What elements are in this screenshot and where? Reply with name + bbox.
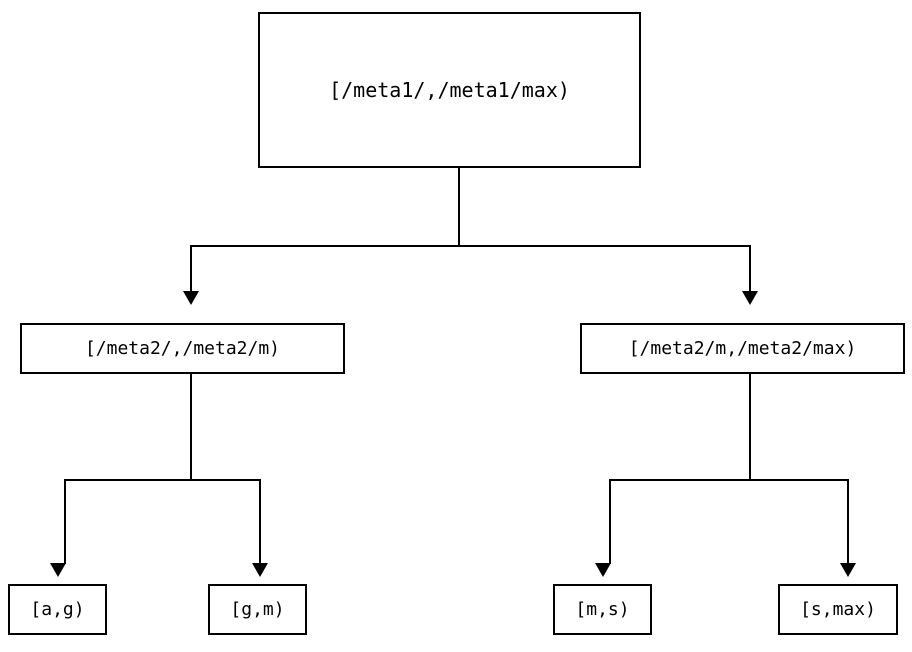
edge-root-to-mid-left bbox=[190, 245, 192, 292]
edge-root-to-mid-right bbox=[749, 245, 751, 292]
edge-mid-left-stem bbox=[190, 374, 192, 481]
node-mid-left-label: [/meta2/,/meta2/m) bbox=[84, 337, 281, 359]
node-leaf-m-s-label: [m,s) bbox=[575, 598, 630, 620]
edge-mid-right-to-leaf-smax bbox=[847, 479, 849, 564]
edge-mid-right-bar bbox=[609, 479, 849, 481]
edge-mid-right-to-leaf-ms bbox=[609, 479, 611, 564]
edge-root-bar bbox=[190, 245, 750, 247]
node-leaf-s-max[interactable]: [s,max) bbox=[778, 584, 898, 635]
node-leaf-g-m-label: [g,m) bbox=[230, 598, 285, 620]
edge-mid-left-to-leaf-ag bbox=[64, 479, 66, 564]
node-leaf-g-m[interactable]: [g,m) bbox=[208, 584, 307, 635]
arrowhead-root-to-mid-right bbox=[742, 291, 758, 305]
edge-mid-right-stem bbox=[749, 374, 751, 481]
arrowhead-mid-left-to-leaf-gm bbox=[252, 563, 268, 577]
node-mid-left[interactable]: [/meta2/,/meta2/m) bbox=[20, 323, 345, 374]
arrowhead-root-to-mid-left bbox=[183, 291, 199, 305]
node-root-label: [/meta1/,/meta1/max) bbox=[329, 78, 570, 102]
node-leaf-a-g[interactable]: [a,g) bbox=[8, 584, 107, 635]
node-mid-right[interactable]: [/meta2/m,/meta2/max) bbox=[580, 323, 905, 374]
edge-mid-left-bar bbox=[64, 479, 261, 481]
arrowhead-mid-right-to-leaf-ms bbox=[595, 563, 611, 577]
node-leaf-s-max-label: [s,max) bbox=[800, 598, 876, 620]
node-mid-right-label: [/meta2/m,/meta2/max) bbox=[628, 337, 857, 359]
arrowhead-mid-right-to-leaf-smax bbox=[840, 563, 856, 577]
node-leaf-a-g-label: [a,g) bbox=[30, 598, 85, 620]
edge-mid-left-to-leaf-gm bbox=[259, 479, 261, 564]
edge-root-stem bbox=[458, 168, 460, 247]
arrowhead-mid-left-to-leaf-ag bbox=[50, 563, 66, 577]
node-leaf-m-s[interactable]: [m,s) bbox=[553, 584, 652, 635]
node-root[interactable]: [/meta1/,/meta1/max) bbox=[258, 12, 641, 168]
